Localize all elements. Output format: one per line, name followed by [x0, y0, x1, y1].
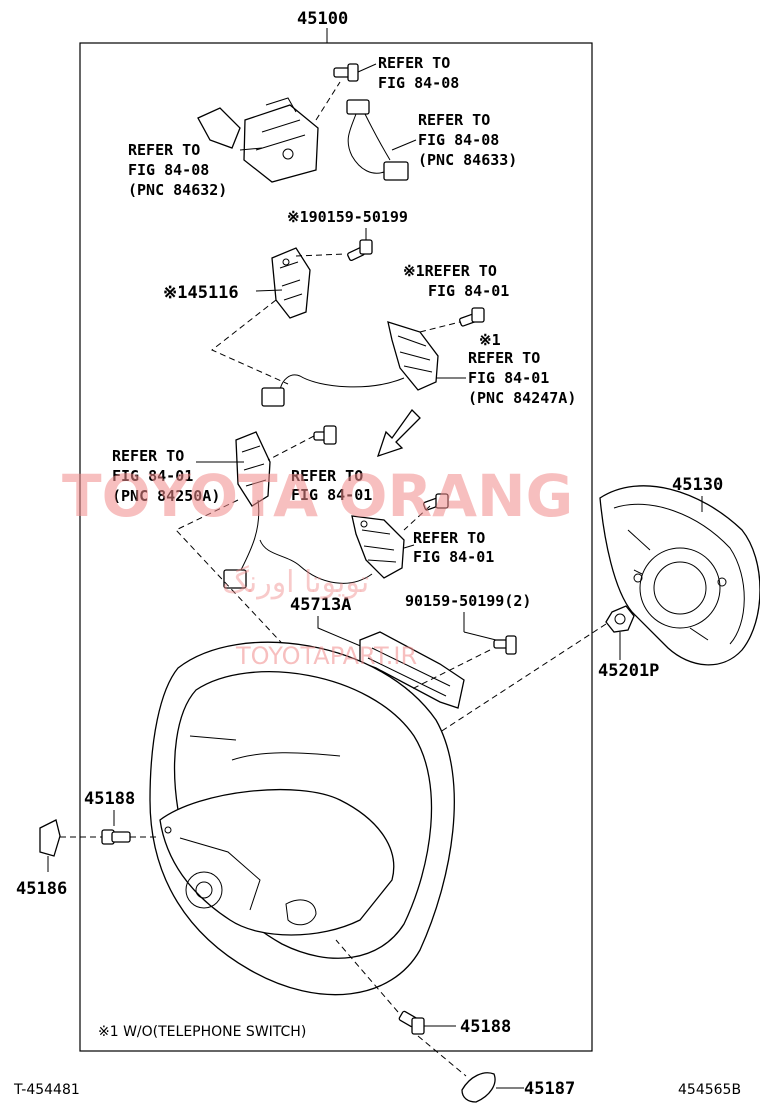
part-45116-label: ※145116 — [163, 283, 239, 303]
ref-mid2-line2: FIG 84-01 — [413, 548, 494, 566]
cap-45187 — [461, 1072, 524, 1103]
footnote: ※1 W/O(TELEPHONE SWITCH) — [98, 1024, 306, 1040]
switch-left-lower — [235, 431, 271, 507]
watermark-brand: TOYOTA ORANG — [62, 462, 573, 530]
part-45713a-label: 45713A — [290, 595, 351, 615]
airbag-45130 — [599, 485, 760, 666]
ref-mid2-line1: REFER TO — [413, 529, 485, 547]
dashed-link-lower — [175, 499, 351, 717]
assembly-frame — [79, 42, 593, 1052]
ref-top-2-line2: FIG 84-08 — [418, 131, 499, 149]
ref-mid-line2: FIG 84-01 — [291, 486, 372, 504]
part-45130-label: 45130 — [672, 475, 723, 495]
part-45201p-label: 45201P — [598, 661, 659, 681]
bolt-note: 90159-50199(2) — [405, 592, 531, 610]
ref-r1-line1: ※1REFER TO — [403, 262, 497, 280]
part-45186-label: 45186 — [16, 879, 67, 899]
screw-45116 — [347, 228, 373, 261]
ref-r2-line3: FIG 84-01 — [468, 369, 549, 387]
dashed-link-upper — [211, 299, 289, 385]
assembly-number: 45100 — [297, 9, 348, 29]
part-45188-b-label: 45188 — [460, 1017, 511, 1037]
combination-switch — [197, 81, 341, 183]
bolt-45713a — [493, 635, 517, 655]
ref-top-2-line3: (PNC 84633) — [418, 151, 517, 169]
screw-mid2 — [403, 493, 449, 531]
top-bolt — [333, 63, 377, 82]
cap-45186 — [39, 819, 61, 872]
switch-mid-right — [351, 515, 405, 579]
ref-left-1-line2: FIG 84-08 — [128, 161, 209, 179]
switch-45116 — [271, 247, 347, 319]
nut-45201p — [605, 605, 635, 660]
ref-r2-line2: REFER TO — [468, 349, 540, 367]
ref-mid-line1: REFER TO — [291, 467, 363, 485]
ref-r2-line1: ※1 — [479, 331, 501, 349]
spiral-connector-harness — [346, 99, 417, 181]
harness-mid — [259, 539, 373, 584]
steering-wheel — [149, 641, 455, 996]
ref-top-1-line2: FIG 84-08 — [378, 74, 459, 92]
screw-note: ※190159-50199 — [287, 208, 408, 226]
screw-45188-a — [60, 829, 160, 845]
ref-l2-line2: FIG 84-01 — [112, 467, 193, 485]
diagram-id-right: 454565B — [678, 1082, 741, 1098]
ref-top-1-line1: REFER TO — [378, 54, 450, 72]
diagram-id-left: T-454481 — [13, 1082, 80, 1098]
ref-top-2-line1: REFER TO — [418, 111, 490, 129]
watermark-site: TOYOTAPART.IR — [235, 642, 417, 670]
ref-r2-line4: (PNC 84247A) — [468, 389, 576, 407]
part-45188-a-label: 45188 — [84, 789, 135, 809]
ref-left-1-line1: REFER TO — [128, 141, 200, 159]
screw-mid — [267, 425, 337, 461]
ref-l2-line3: (PNC 84250A) — [112, 487, 220, 505]
ref-l2-line1: REFER TO — [112, 447, 184, 465]
screw-r1 — [459, 307, 485, 327]
ref-r1-line2: FIG 84-01 — [428, 282, 509, 300]
direction-arrow — [376, 408, 421, 458]
harness-left — [223, 499, 260, 589]
ref-left-1-line3: (PNC 84632) — [128, 181, 227, 199]
screw-45188-b — [335, 939, 467, 1077]
watermark-persian: تویوتا اورنگ — [222, 565, 369, 600]
harness-right — [261, 374, 405, 407]
switch-right — [387, 321, 461, 391]
part-45187-label: 45187 — [524, 1079, 575, 1099]
